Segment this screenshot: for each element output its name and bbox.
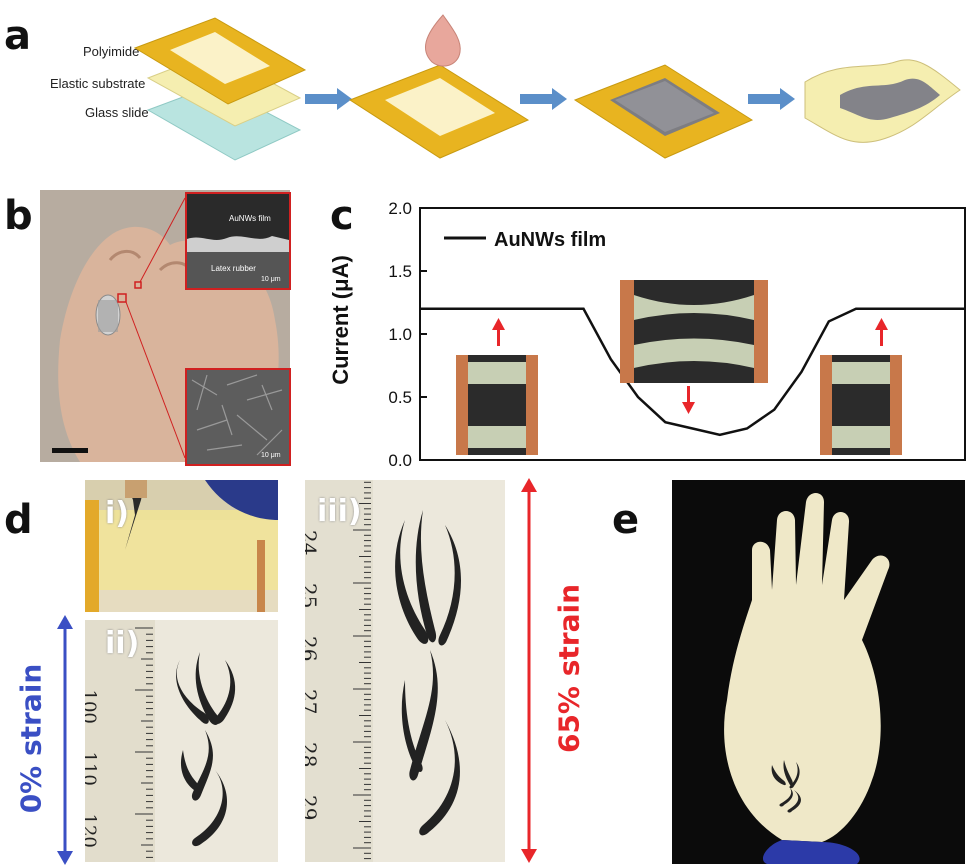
droplet-icon [424,14,461,67]
label-ii: ii) [105,626,140,661]
glove-illustration [672,480,965,864]
ruler-label: 24 [305,530,321,556]
photo-d-ii: ii) 100 110 120 [85,620,278,862]
label-glass-slide: Glass slide [85,105,149,120]
y-tick-label: 0.5 [388,388,412,407]
y-tick-label: 1.0 [388,325,412,344]
sem-rubber-label: Latex rubber [211,264,256,273]
glove-drawing [771,760,801,813]
sem-film-label: AuNWs film [229,214,271,223]
step-2-device [348,64,530,159]
strain-label-65: 65% strain [552,583,586,754]
panel-c-letter: c [330,193,354,239]
polyimide-window [170,32,270,84]
arrow-2 [520,88,567,110]
photo-d-i: i) [85,480,278,612]
strain-arrow-right [521,478,537,863]
layer-stack [133,17,307,161]
ruler-label: 26 [305,636,321,662]
arrow-3 [748,88,795,110]
arrow-1 [305,88,352,110]
y-axis-label: Current (μA) [328,255,353,385]
y-tick-label: 1.5 [388,262,412,281]
ruler-label: 100 [85,689,100,725]
photo-d-iii: iii) 24 25 26 27 28 29 [305,480,505,862]
ruler-label: 28 [305,742,321,768]
panel-e-letter: e [612,497,640,543]
panel-a-letter: a [4,13,31,59]
y-tick-label: 0.0 [388,451,412,470]
ruler-label: 29 [305,795,321,821]
label-iii: iii) [317,494,362,529]
sem-cross-section: AuNWs film Latex rubber 10 μm [185,192,291,290]
drawing-ii [176,652,236,847]
ruler-label: 25 [305,583,321,609]
legend-label: AuNWs film [494,229,606,251]
label-polyimide: Polyimide [83,44,140,59]
red-arrow-up-left [492,318,505,346]
sem-scale-1: 10 μm [261,276,281,283]
red-arrow-down-center [682,386,695,414]
glove-photo [672,480,965,864]
ruler-label: 27 [305,689,321,715]
red-arrow-up-right [875,318,888,346]
strain-label-0: 0% strain [14,663,48,814]
inset-right [820,355,902,455]
panel-a-schematic [133,14,961,161]
inset-center [620,280,768,383]
panel-d-letter: d [4,497,33,543]
label-i: i) [105,496,129,531]
drawing-iii [395,510,461,836]
strain-arrow-left [57,615,73,865]
ruler-label: 120 [85,813,100,849]
series-line-aunws-film [420,307,965,437]
current-chart: Current (μA) 0.0 0.5 1.0 1.5 2.0 AuNWs film [328,199,966,470]
inset-left [456,355,538,455]
sem-scale-2: 10 μm [261,452,281,459]
step-3-device [573,64,754,159]
y-tick-label: 2.0 [388,199,412,218]
sem-top-view: 10 μm [185,368,291,466]
ruler-label: 110 [85,751,100,787]
panel-b-letter: b [4,193,33,239]
label-elastic-substrate: Elastic substrate [50,76,146,91]
step-4-device [804,59,961,143]
